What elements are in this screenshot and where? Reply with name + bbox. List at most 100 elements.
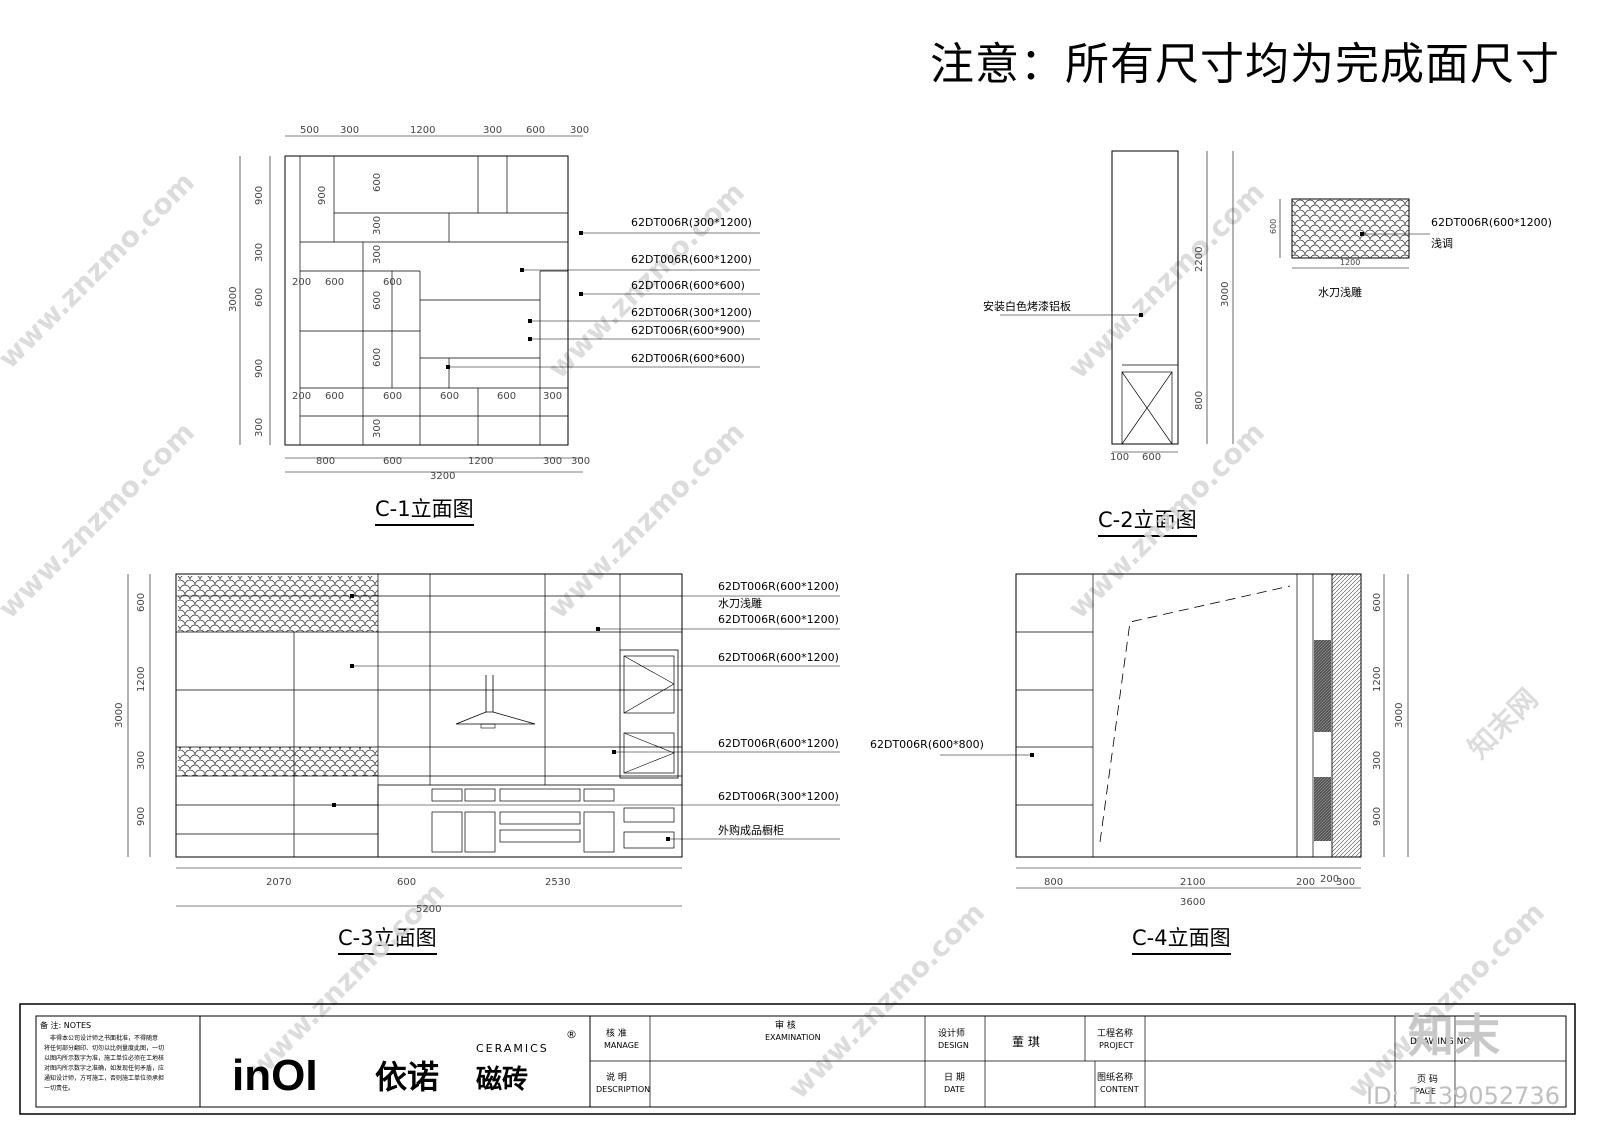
dim-label: 1200 — [410, 125, 435, 136]
watermark-text: www.znzmo.com — [1342, 896, 1551, 1105]
notes-line: 一切责任。 — [44, 1084, 74, 1092]
title-block-text: 备 注: NOTES 非得本公司设计师之书面批准，不得随意 将任何部分翻印、切勿… — [40, 1019, 1473, 1100]
dim-label: 3000 — [1220, 282, 1231, 307]
elevation-c2 — [1000, 150, 1430, 453]
material-label: 62DT006R(600*1200) — [631, 253, 752, 266]
notes-title: 备 注: NOTES — [40, 1020, 91, 1030]
dim-label: 300 — [483, 125, 502, 136]
label: 页 码 — [1417, 1074, 1438, 1085]
material-label: 62DT006R(300*1200) — [631, 216, 752, 229]
label: EXAMINATION — [765, 1033, 821, 1042]
label: 核 准 — [606, 1027, 627, 1039]
material-label: 62DT006R(600*900) — [631, 324, 745, 337]
dim-label: 3200 — [430, 471, 455, 482]
label: CONTENT — [1100, 1085, 1139, 1094]
dim-label: 3000 — [1394, 703, 1405, 728]
logo-tile: 磁砖 — [476, 1064, 528, 1095]
c4-text: 62DT006R(600*800) 600 1200 300 900 3000 … — [870, 593, 1405, 908]
dim-label: 300 — [372, 245, 383, 264]
cabinet-label: 外购成品橱柜 — [718, 823, 784, 837]
watermark-text: www.znzmo.com — [0, 166, 201, 375]
dim-label: 600 — [526, 125, 545, 136]
dim-label: 300 — [372, 216, 383, 235]
dimension-note: 注意：所有尺寸均为完成面尺寸 — [930, 39, 1560, 90]
dim-label: 600 — [397, 877, 416, 888]
dim-label: 900 — [317, 186, 328, 205]
dim-label: 300 — [571, 456, 590, 467]
dim-label: 600 — [136, 593, 147, 612]
panel-label: 安装白色烤漆铝板 — [983, 299, 1071, 313]
dim-label: 600 — [254, 288, 265, 307]
svg-text:®: ® — [566, 1028, 577, 1041]
dim-label: 300 — [1372, 751, 1383, 770]
tile-sub-label: 浅调 — [1431, 237, 1453, 250]
label: DATE — [944, 1085, 965, 1094]
dim-label: 2100 — [1180, 877, 1205, 888]
label: 工程名称 — [1097, 1027, 1133, 1039]
watermark-logo: 知末 — [1408, 1009, 1500, 1063]
label: 图纸名称 — [1097, 1071, 1133, 1083]
carving-label: 水刀浅雕 — [718, 596, 762, 610]
logo-ceramics: CERAMICS — [476, 1042, 549, 1055]
dim-label: 600 — [383, 456, 402, 467]
title-c4: C-4立面图 — [1132, 922, 1231, 955]
dim-label: 200 — [292, 277, 311, 288]
watermark-text: www.znzmo.com — [542, 416, 751, 625]
dim-label: 200 — [1296, 877, 1315, 888]
title-block — [19, 1003, 1576, 1115]
dim-label: 1200 — [1340, 258, 1360, 267]
notes-line: 非得本公司设计师之书面批准，不得随意 — [50, 1034, 158, 1042]
dim-label: 600 — [383, 277, 402, 288]
dim-label: 2200 — [1194, 247, 1205, 272]
dim-label: 600 — [372, 291, 383, 310]
label: PROJECT — [1099, 1041, 1134, 1050]
label: 说 明 — [606, 1071, 627, 1083]
dim-label: 300 — [340, 125, 359, 136]
dim-label: 600 — [1372, 593, 1383, 612]
dim-label: 5200 — [416, 904, 441, 915]
notes-line: 将任何部分翻印、切勿以比例量度此图，一切 — [44, 1044, 164, 1052]
dim-label: 600 — [497, 391, 516, 402]
material-label: 62DT006R(600*600) — [631, 279, 745, 292]
dim-label: 200 — [1320, 874, 1339, 885]
elevation-c4 — [940, 573, 1409, 889]
dim-label: 1200 — [468, 456, 493, 467]
dim-label: 300 — [136, 751, 147, 770]
material-label: 62DT006R(300*1200) — [718, 790, 839, 803]
watermark-text: 知末网 — [1462, 682, 1545, 765]
material-label: 62DT006R(600*1200) — [718, 651, 839, 664]
dim-label: 100 — [1110, 452, 1129, 463]
dim-label: 600 — [372, 173, 383, 192]
dim-label: 800 — [316, 456, 335, 467]
dim-label: 900 — [254, 186, 265, 205]
dim-label: 3600 — [1180, 897, 1205, 908]
title-c2: C-2立面图 — [1098, 504, 1197, 537]
dim-label: 300 — [372, 419, 383, 438]
title-c3: C-3立面图 — [338, 922, 437, 955]
dim-label: 600 — [383, 391, 402, 402]
c1-dimensions: 500 300 1200 300 600 300 900 300 600 900… — [228, 125, 590, 482]
material-label: 62DT006R(300*1200) — [631, 306, 752, 319]
watermark-text: www.znzmo.com — [1062, 176, 1271, 385]
c1-labels: 62DT006R(300*1200) 62DT006R(600*1200) 62… — [631, 216, 752, 365]
tile-caption: 水刀浅雕 — [1318, 285, 1362, 299]
dim-label: 800 — [1194, 391, 1205, 410]
dim-label: 300 — [543, 391, 562, 402]
dim-label: 1200 — [1372, 667, 1383, 692]
elevation-c3 — [127, 573, 840, 907]
title-c1: C-1立面图 — [375, 493, 474, 526]
material-label: 62DT006R(600*600) — [631, 352, 745, 365]
dim-label: 600 — [372, 348, 383, 367]
label: DRAWING NO. — [1410, 1037, 1473, 1047]
logo-inoi: inOI — [232, 1051, 318, 1100]
material-label: 62DT006R(600*1200) — [1431, 216, 1552, 229]
dim-label: 300 — [1336, 877, 1355, 888]
dim-label: 900 — [254, 359, 265, 378]
dim-label: 200 — [292, 391, 311, 402]
dim-label: 3000 — [228, 287, 239, 312]
dim-label: 900 — [1372, 807, 1383, 826]
c3-text: 600 1200 300 900 3000 62DT006R(600*1200)… — [114, 580, 839, 915]
elevation-c1 — [239, 135, 760, 473]
watermark-text: www.znzmo.com — [0, 416, 201, 625]
dim-label: 300 — [543, 456, 562, 467]
